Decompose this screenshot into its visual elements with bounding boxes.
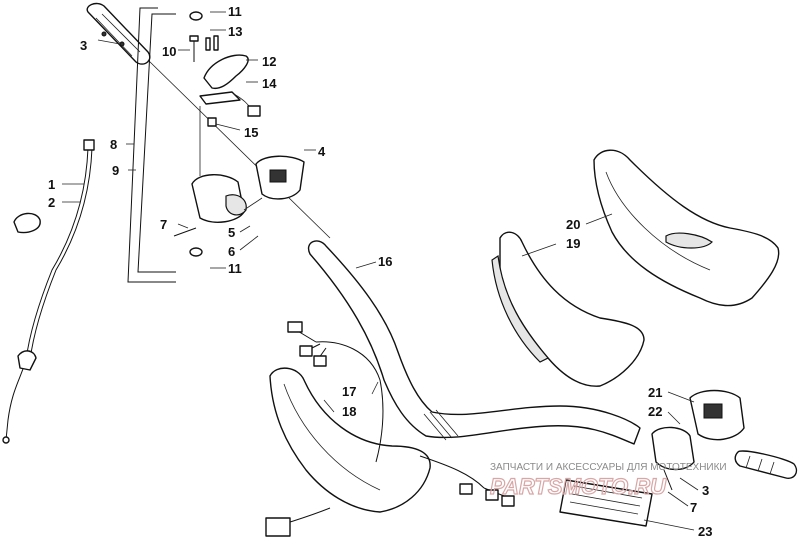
callout-21: 21 bbox=[648, 385, 662, 400]
pad-18 bbox=[269, 367, 431, 513]
callout-22: 22 bbox=[648, 404, 662, 419]
callout-23: 23 bbox=[698, 524, 712, 539]
throttle-cable bbox=[2, 139, 95, 444]
leader-lines bbox=[62, 11, 699, 531]
callout-3-right: 3 bbox=[702, 483, 709, 498]
callout-7-left: 7 bbox=[160, 217, 167, 232]
callout-11-top: 11 bbox=[228, 4, 242, 19]
callout-14: 14 bbox=[262, 76, 277, 91]
callout-3-top: 3 bbox=[80, 38, 87, 53]
callout-9: 9 bbox=[112, 163, 119, 178]
washer-top bbox=[189, 11, 203, 21]
callout-12: 12 bbox=[262, 54, 276, 69]
pins-13 bbox=[205, 35, 219, 51]
watermark-logo: PARTSMOTO.RU bbox=[490, 474, 667, 499]
screw-7-right bbox=[663, 469, 673, 491]
callout-8: 8 bbox=[110, 137, 117, 152]
watermark-caption: ЗАПЧАСТИ И АКСЕССУАРЫ ДЛЯ МОТОТЕХНИКИ bbox=[490, 462, 727, 473]
axis-line bbox=[147, 59, 331, 239]
block-15 bbox=[207, 117, 217, 127]
callout-5: 5 bbox=[228, 225, 235, 240]
handlebar bbox=[307, 240, 641, 445]
callout-1: 1 bbox=[48, 177, 55, 192]
switch-14 bbox=[233, 93, 261, 117]
callout-17: 17 bbox=[342, 384, 356, 399]
callout-13: 13 bbox=[228, 24, 242, 39]
callout-15: 15 bbox=[244, 125, 258, 140]
heater-element-23 bbox=[559, 479, 653, 527]
wiring-harness bbox=[265, 321, 515, 537]
callout-20: 20 bbox=[566, 217, 580, 232]
washer-bottom bbox=[189, 247, 203, 257]
callout-19: 19 bbox=[566, 236, 580, 251]
callout-4: 4 bbox=[318, 144, 326, 159]
callout-2: 2 bbox=[48, 195, 55, 210]
right-grip bbox=[734, 450, 798, 479]
pad-19 bbox=[491, 231, 645, 387]
bracket-8-9 bbox=[127, 7, 176, 283]
pad-20 bbox=[593, 149, 780, 307]
screw-10 bbox=[189, 35, 199, 62]
callout-6: 6 bbox=[228, 244, 235, 259]
right-switch-housing bbox=[651, 389, 745, 471]
left-grip bbox=[86, 2, 151, 65]
callout-18: 18 bbox=[342, 404, 356, 419]
callout-11-bottom: 11 bbox=[228, 261, 242, 276]
screw-7-left bbox=[173, 227, 197, 237]
left-switch-housing bbox=[191, 155, 305, 223]
callout-7-right: 7 bbox=[690, 500, 697, 515]
callout-16: 16 bbox=[378, 254, 392, 269]
throttle-lever bbox=[199, 54, 249, 105]
callout-10: 10 bbox=[162, 44, 176, 59]
